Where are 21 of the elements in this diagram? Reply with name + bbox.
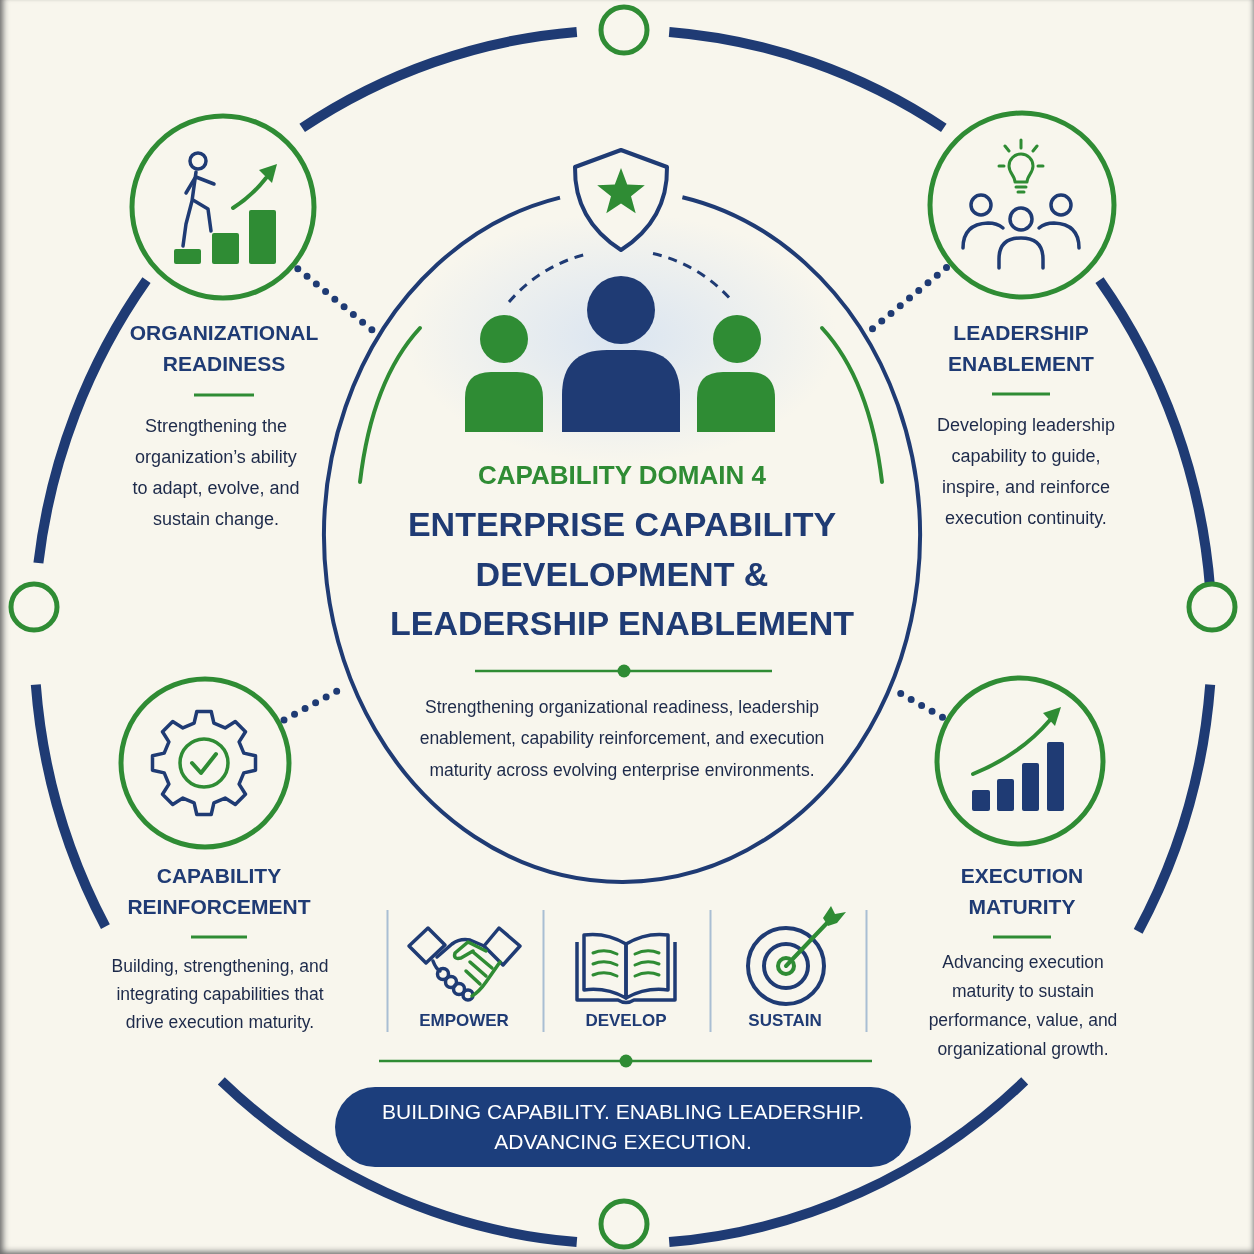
circle-marker-icon [598,4,650,56]
description-text: Advancing execution maturity to sustain performance, value, and organizational growth. [927,951,1119,1061]
heading-text: ORGANIZATIONAL READINESS [128,320,320,377]
domain-label: CAPABILITY DOMAIN 4 [477,459,767,491]
heading-text: LEADERSHIP ENABLEMENT [947,320,1095,377]
heading-text: CAPABILITY REINFORCEMENT [126,863,312,920]
description-text: Strengthening the organization’s ability to adapt, evolve, and sustain change. [131,415,301,531]
pillar-label: DEVELOP [585,1010,667,1032]
dotted-connector [867,264,950,334]
dotted-connector [294,265,377,335]
heading-text: EXECUTION MATURITY [959,863,1085,920]
pillar-label: SUSTAIN [748,1010,822,1032]
description-text: Developing leadership capability to guide, inspire, and reinforce execution continuity. [935,414,1117,530]
title-text: ENTERPRISE CAPABILITY DEVELOPMENT & LEADERSHIP ENABLEMENT [388,504,856,644]
pillar-label: EMPOWER [419,1010,509,1032]
circle-marker-icon [1186,581,1238,633]
circle-marker-icon [8,581,60,633]
circle-marker-icon [598,1198,650,1250]
tagline-text: BUILDING CAPABILITY. ENABLING LEADERSHIP. ADVANCING EXECUTION. [381,1099,865,1155]
description-text: Building, strengthening, and integrating capabilities that drive execution maturity. [110,955,330,1034]
description-text: Strengthening organizational readiness, leadership enablement, capability reinforcement, and execution maturity across evolving enterprise environments. [418,696,826,782]
